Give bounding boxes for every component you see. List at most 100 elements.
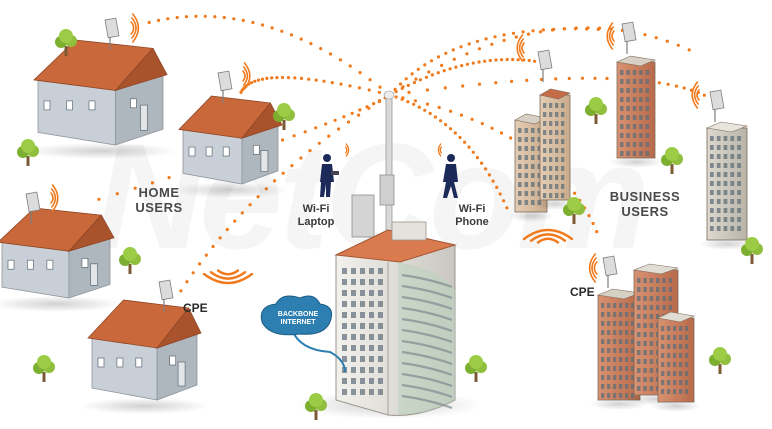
signal-dot bbox=[643, 33, 647, 37]
signal-dot bbox=[167, 176, 171, 180]
signal-dot bbox=[204, 253, 208, 257]
signal-dot bbox=[562, 27, 567, 31]
window bbox=[342, 323, 347, 329]
signal-dot bbox=[452, 57, 456, 61]
signal-dot bbox=[490, 126, 494, 130]
signal-dot bbox=[328, 52, 333, 56]
window bbox=[342, 268, 347, 274]
signal-dot bbox=[463, 140, 467, 144]
signal-arc bbox=[536, 237, 560, 244]
signal-dot bbox=[241, 18, 245, 22]
backbone-line-1: BACKBONE bbox=[277, 311, 319, 318]
signal-dot bbox=[358, 71, 362, 75]
wifi-phone-label: Wi-Fi Phone bbox=[446, 203, 498, 228]
signal-dot bbox=[281, 171, 285, 175]
signal-dot bbox=[406, 83, 410, 87]
window bbox=[351, 367, 356, 373]
signal-dot bbox=[439, 119, 443, 123]
window bbox=[351, 268, 356, 274]
signal-dot bbox=[412, 80, 416, 85]
signal-dot bbox=[150, 181, 154, 185]
window bbox=[369, 356, 374, 362]
tree-icon bbox=[273, 103, 295, 130]
signal-dot bbox=[211, 244, 215, 249]
office-buildings bbox=[508, 21, 755, 412]
backbone-internet-cloud bbox=[260, 295, 346, 373]
signal-dot bbox=[333, 118, 337, 122]
signal-dot bbox=[270, 26, 274, 30]
signal-dot bbox=[337, 127, 341, 131]
signal-dot bbox=[367, 106, 371, 110]
home-house-1 bbox=[23, 17, 178, 159]
signal-arc bbox=[606, 22, 614, 50]
signal-dot bbox=[484, 37, 488, 41]
signal-dot bbox=[477, 47, 481, 51]
signal-dot bbox=[443, 86, 447, 90]
signal-arc bbox=[209, 271, 247, 280]
signal-arc bbox=[591, 257, 597, 279]
office-building-4 bbox=[589, 288, 649, 410]
signal-dot bbox=[367, 88, 371, 92]
signal-dot bbox=[526, 32, 531, 36]
signal-dot bbox=[494, 81, 498, 85]
signal-dot bbox=[514, 35, 518, 39]
window bbox=[378, 356, 383, 362]
signal-dot bbox=[525, 78, 529, 82]
trees bbox=[17, 29, 763, 420]
window bbox=[360, 367, 365, 373]
signal-dot bbox=[330, 81, 334, 85]
business-users-line-1: BUSINESS bbox=[609, 189, 681, 204]
signal-dot bbox=[527, 58, 531, 63]
signal-dot bbox=[541, 28, 545, 32]
signal-dot bbox=[348, 84, 352, 88]
signal-dot bbox=[494, 58, 498, 62]
signal-dot bbox=[531, 29, 535, 33]
window bbox=[351, 356, 356, 362]
wifi-laptop-line-2: Laptop bbox=[297, 215, 335, 228]
wifi-phone-line-2: Phone bbox=[455, 215, 489, 228]
backbone-line-2: INTERNET bbox=[280, 318, 316, 326]
signal-dot bbox=[465, 52, 469, 56]
signal-dot bbox=[198, 262, 202, 266]
signal-dot bbox=[166, 17, 170, 21]
signal-dot bbox=[702, 93, 706, 97]
signal-dot bbox=[502, 33, 506, 37]
tree-icon bbox=[465, 355, 487, 382]
cpe-label-left: CPE bbox=[183, 301, 208, 315]
signal-dot bbox=[410, 72, 414, 76]
signal-dot bbox=[303, 130, 307, 134]
signal-arc bbox=[437, 143, 442, 157]
window bbox=[342, 279, 347, 285]
signal-dot bbox=[423, 63, 427, 67]
office-building-2 bbox=[609, 55, 663, 168]
signal-dot bbox=[203, 14, 207, 18]
signal-dot bbox=[418, 78, 422, 82]
signal-dot bbox=[293, 76, 297, 80]
signal-dot bbox=[314, 126, 318, 130]
tree-icon bbox=[661, 147, 683, 174]
window bbox=[342, 389, 347, 395]
signal-arc bbox=[611, 30, 615, 42]
window bbox=[360, 279, 365, 285]
signal-dot bbox=[498, 192, 502, 196]
signal-dot bbox=[428, 111, 432, 116]
signal-dot bbox=[400, 97, 404, 101]
signal-arc bbox=[522, 228, 574, 241]
window bbox=[378, 389, 383, 395]
window bbox=[378, 367, 383, 373]
signal-dot bbox=[461, 84, 465, 88]
window bbox=[378, 345, 383, 351]
wifi-phone-user-icon bbox=[443, 154, 458, 198]
window bbox=[342, 345, 347, 351]
signal-dot bbox=[416, 67, 420, 71]
tower-windows bbox=[342, 268, 453, 410]
signal-dot bbox=[378, 85, 382, 89]
signal-dot bbox=[406, 100, 410, 104]
signal-dot bbox=[674, 84, 679, 88]
signal-dot bbox=[372, 102, 376, 106]
window bbox=[351, 345, 356, 351]
signal-dot bbox=[475, 156, 480, 160]
signal-dot bbox=[213, 15, 217, 19]
signal-dot bbox=[412, 102, 416, 106]
